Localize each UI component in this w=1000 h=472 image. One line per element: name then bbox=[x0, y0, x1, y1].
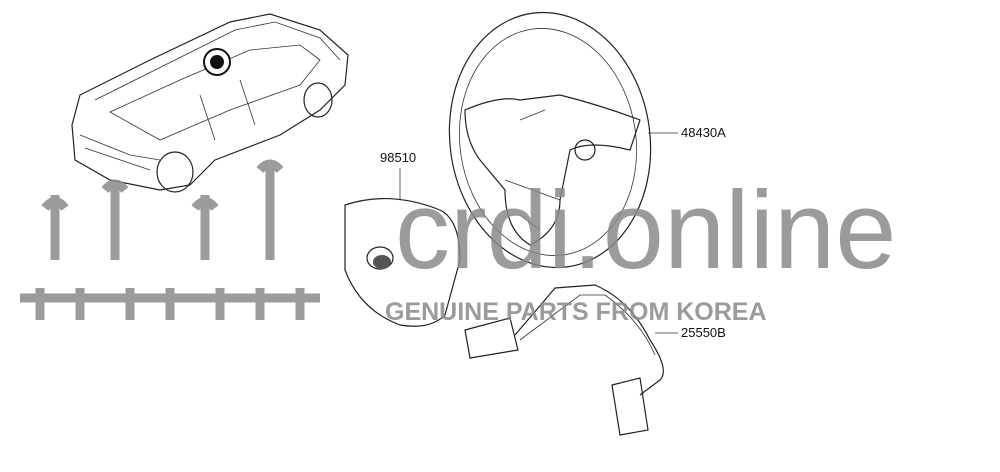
part-label-48430a[interactable]: 48430A bbox=[681, 125, 726, 140]
steering-wheel-illustration bbox=[448, 11, 652, 269]
switch-illustration bbox=[464, 284, 664, 436]
airbag-illustration bbox=[344, 198, 461, 327]
car-illustration bbox=[71, 13, 349, 193]
watermark-logo-icon bbox=[20, 159, 320, 320]
watermark-site: crdi.online bbox=[395, 169, 896, 292]
watermark-tagline: GENUINE PARTS FROM KOREA bbox=[385, 298, 767, 326]
part-label-25550b[interactable]: 25550B bbox=[681, 325, 726, 340]
part-label-98510[interactable]: 98510 bbox=[380, 150, 416, 165]
